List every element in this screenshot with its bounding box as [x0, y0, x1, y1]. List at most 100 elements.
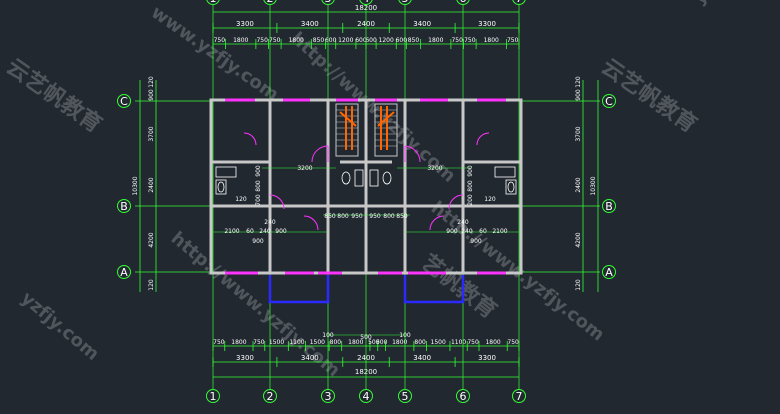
interior-dim: 950	[351, 213, 363, 220]
interior-dim: 60	[246, 228, 254, 235]
interior-dim: 950	[369, 213, 381, 220]
axis-bubble	[359, 389, 373, 403]
detail-dimension: 750	[269, 37, 281, 44]
detail-dimension: 1100	[289, 339, 304, 346]
door-swings	[243, 132, 490, 231]
axis-label: C	[605, 95, 613, 108]
walls	[209, 98, 523, 275]
interior-dim: 2100	[224, 228, 239, 235]
detail-dimension: 1800	[485, 339, 500, 346]
left-dim: 900	[148, 89, 155, 101]
interior-dim: 800	[383, 213, 395, 220]
right-total: 10300	[590, 176, 597, 195]
bay-dimension: 3400	[301, 20, 319, 28]
detail-dimension: 1800	[348, 339, 363, 346]
bay-dimension: 3300	[478, 354, 496, 362]
detail-dimension: 850	[313, 37, 325, 44]
axis-label: 5	[402, 390, 409, 403]
axis-bubble	[512, 389, 526, 403]
axis-bubble	[117, 94, 131, 108]
right-dim: 120	[575, 76, 582, 88]
detail-dimension: 1800	[289, 37, 304, 44]
interior-dim: 240	[264, 219, 276, 226]
left-dim: 3700	[148, 126, 155, 141]
axis-bubble	[602, 265, 616, 279]
detail-dimension: 750	[464, 37, 476, 44]
left-dim: 4200	[148, 232, 155, 247]
axis-bubble	[117, 199, 131, 213]
detail-dimension: 1500	[269, 339, 284, 346]
watermark-url: www.yzfjy.com	[147, 2, 282, 106]
left-dim: 120	[148, 279, 155, 291]
detail-dimension: 1200	[338, 37, 353, 44]
bay-dimension: 3400	[413, 20, 431, 28]
interior-dim: 850	[396, 213, 408, 220]
axis-bubble	[321, 389, 335, 403]
detail-dimension: 750	[213, 339, 225, 346]
detail-dimension: 1800	[392, 339, 407, 346]
interior-dim: 120	[235, 196, 247, 203]
watermark-url: yzfjy.com	[690, 0, 776, 9]
axis-label: 2	[267, 0, 274, 5]
axis-label: 1	[210, 390, 217, 403]
axis-label: 7	[516, 0, 523, 5]
right-dim: 120	[575, 279, 582, 291]
axis-label: B	[605, 200, 613, 213]
interior-dimensions	[213, 167, 519, 336]
axis-bubble	[512, 0, 526, 5]
detail-dimension: 1500	[431, 339, 446, 346]
detail-dimension: 500	[368, 339, 380, 346]
axis-bubble	[398, 389, 412, 403]
interior-dim: 200	[467, 194, 474, 206]
balconies	[268, 275, 465, 304]
detail-dimension: 500	[376, 339, 388, 346]
interior-dim: 900	[275, 228, 287, 235]
interior-dim: 500	[360, 334, 372, 341]
detail-dimension: 750	[256, 37, 268, 44]
interior-dim: 900	[252, 238, 264, 245]
axis-label: 6	[460, 390, 467, 403]
interior-dim: 900	[467, 165, 474, 177]
left-dimensions: 120 900 3700 2400 4200 120 10300	[132, 76, 155, 291]
interior-dim: 800	[467, 180, 474, 192]
interior-dim: 800	[255, 180, 262, 192]
interior-dim: 3200	[297, 165, 312, 172]
axis-bubble	[321, 0, 335, 5]
detail-dimension: 800	[414, 339, 426, 346]
axis-label: B	[120, 200, 128, 213]
axis-bubble	[398, 0, 412, 5]
axis-label: 3	[325, 0, 332, 5]
detail-dimension: 750	[253, 339, 265, 346]
bay-dimension: 3300	[236, 20, 254, 28]
right-dimensions: 120 900 3700 2400 4200 120 10300	[575, 76, 597, 291]
axis-label: A	[120, 266, 128, 279]
interior-dim: 60	[479, 228, 487, 235]
detail-dimension: 750	[507, 37, 519, 44]
side-dimension-lines	[139, 80, 599, 292]
detail-dimension: 600	[325, 37, 337, 44]
axis-label: A	[605, 266, 613, 279]
watermark-layer: www.yzfjy.com http://www.yzfjy.com http:…	[2, 0, 776, 381]
interior-dim: 100	[399, 332, 411, 339]
detail-dimension: 750	[451, 37, 463, 44]
watermark-url: yzfjy.com	[17, 288, 103, 365]
axis-bubble	[602, 199, 616, 213]
axis-label: 3	[325, 390, 332, 403]
axis-bubble	[206, 0, 220, 5]
interior-dim: 120	[484, 196, 496, 203]
interior-dim: 900	[255, 165, 262, 177]
right-dim: 3700	[575, 126, 582, 141]
right-dim: 4200	[575, 232, 582, 247]
interior-dim: 900	[446, 228, 458, 235]
detail-dimension: 600	[396, 37, 408, 44]
detail-dimension: 1800	[231, 339, 246, 346]
left-total: 10300	[132, 176, 139, 195]
axis-label: 4	[363, 0, 370, 5]
windows	[225, 98, 506, 275]
bay-dimension: 3400	[413, 354, 431, 362]
axis-bubble	[602, 94, 616, 108]
